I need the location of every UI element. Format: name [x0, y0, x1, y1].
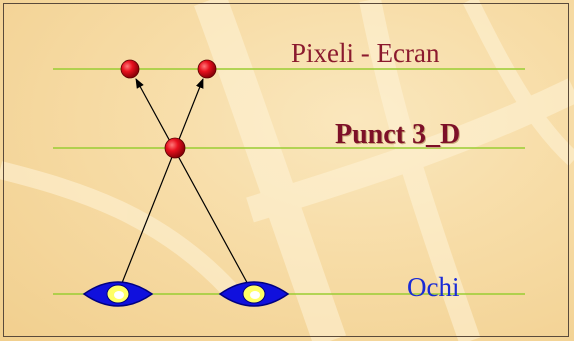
right-pixel-dot: [197, 59, 217, 79]
screen-pixels-label: Pixeli - Ecran: [291, 38, 440, 68]
right-eye-icon: [218, 281, 290, 307]
3d-point-dot: [164, 137, 186, 159]
left-eye-icon: [82, 281, 154, 307]
ray-right-eye: [135, 78, 251, 289]
eyes-label: Ochi: [407, 272, 460, 302]
3d-point-label: Punct 3_D: [335, 119, 461, 150]
left-pixel-dot: [120, 59, 140, 79]
ray-left-eye: [119, 78, 204, 289]
